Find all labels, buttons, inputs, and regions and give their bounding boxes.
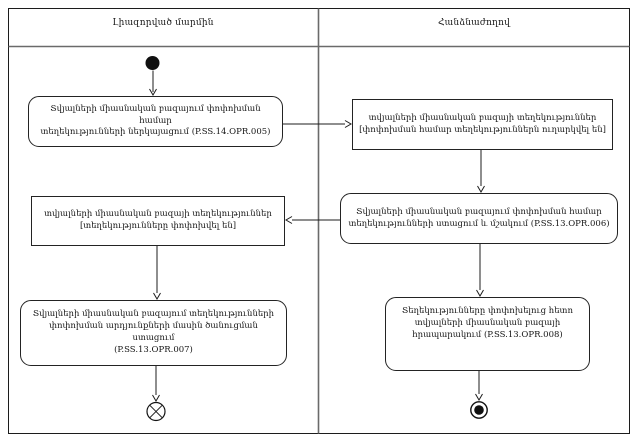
arrow-start-to-submit	[149, 70, 157, 96]
arrow-receive-to-publish	[476, 244, 484, 297]
object-db-info-sent-box: տվյալների միասնական բազայի տեղեկությունն…	[352, 99, 613, 150]
action-receive-notification-box: Տվյալների միասնական բազայում տեղեկությու…	[20, 300, 287, 366]
arrow-db-sent-to-receive	[477, 150, 485, 193]
lane-header-authorized-body: Լիազորված մարմին	[8, 8, 318, 38]
arrow-notification-to-flow-final	[152, 366, 160, 402]
start-node	[145, 56, 160, 70]
action-submit-info-box: Տվյալների միասնական բազայում փոփոխման հա…	[28, 96, 283, 147]
lane-header-commission: Հանձնաժողով	[318, 8, 630, 38]
action-receive-process-box: Տվյալների միասնական բազայում փոփոխման հա…	[340, 193, 618, 244]
lane-title-text: Լիազորված մարմին	[112, 18, 214, 28]
flow-final-node	[146, 401, 166, 422]
lane-title-text: Հանձնաժողով	[438, 18, 510, 28]
activity-final-node	[470, 401, 488, 419]
arrow-submit-to-db-sent	[283, 120, 352, 128]
arrow-db-changed-to-notification	[153, 246, 161, 300]
arrow-publish-to-final	[475, 371, 483, 401]
object-db-info-changed-box: տվյալների միասնական բազայի տեղեկությունն…	[31, 196, 285, 246]
arrow-receive-to-db-changed	[285, 216, 340, 224]
action-publish-db-box: Տեղեկությունները փոփոխելուց հետո տվյալնե…	[385, 297, 590, 371]
